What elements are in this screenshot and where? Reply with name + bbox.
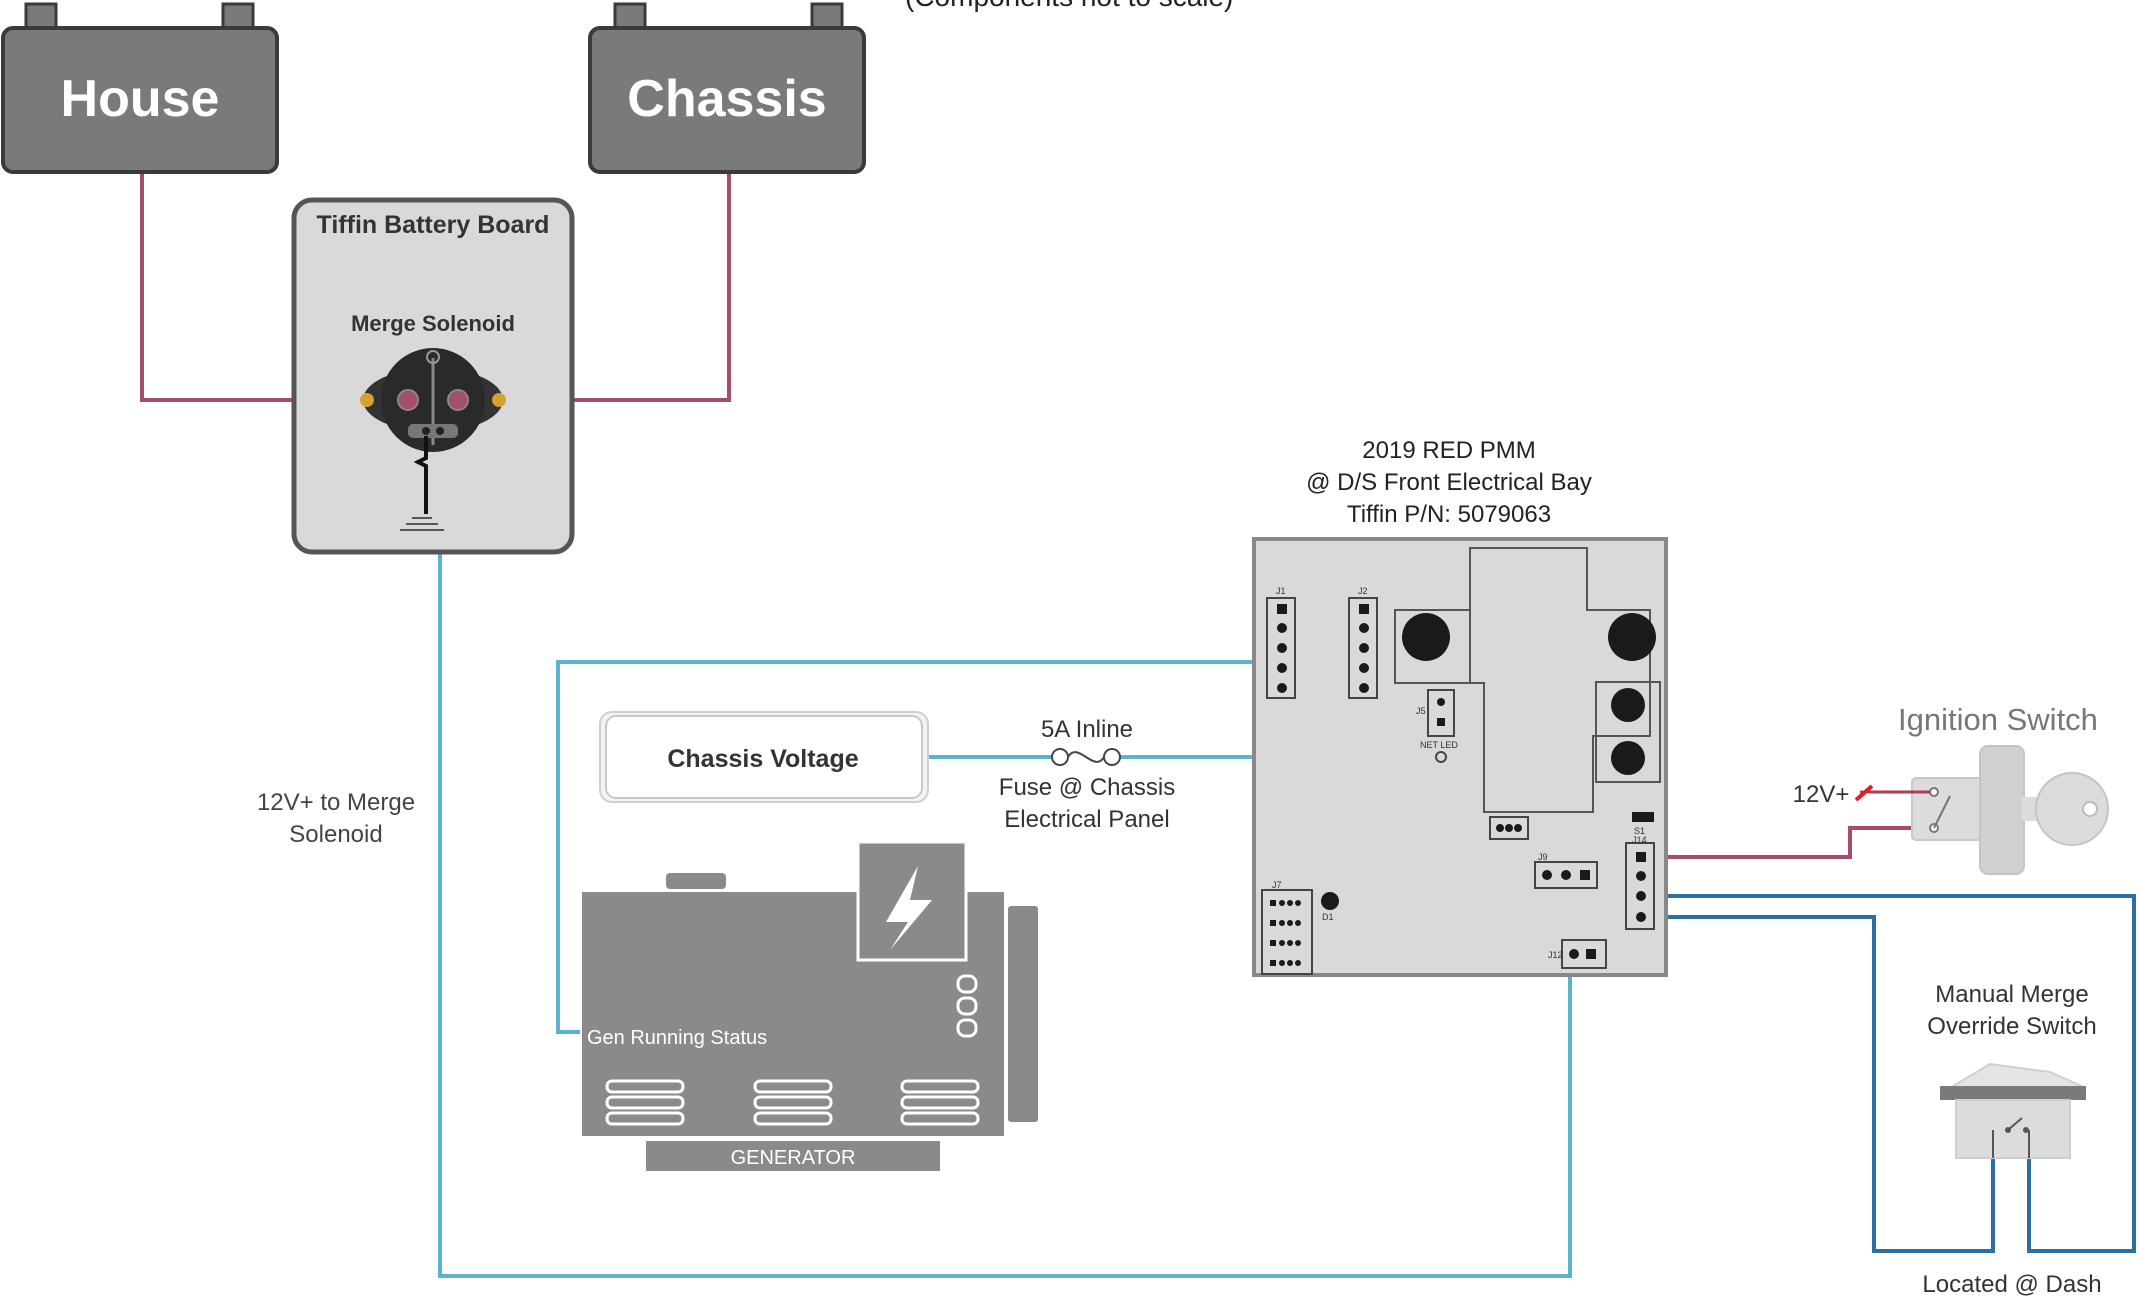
merge-wire-label-2: Solenoid xyxy=(289,821,382,848)
ignition-switch-title: Ignition Switch xyxy=(1898,702,2098,737)
net-led-label: NET LED xyxy=(1420,740,1458,750)
ignition-wire xyxy=(1643,826,1922,859)
generator: GENERATOR Gen Running Status xyxy=(582,840,1038,1171)
j14-label: J14 xyxy=(1632,835,1647,845)
house-battery-label: House xyxy=(61,70,220,128)
merge-solenoid-wire xyxy=(438,432,1572,1278)
fuse-label-2: Fuse @ Chassis xyxy=(999,774,1175,801)
ignition-switch xyxy=(1854,745,2109,875)
chassis-battery: Chassis xyxy=(588,2,866,174)
override-switch-location: Located @ Dash xyxy=(1922,1271,2101,1298)
battery-board-title: Tiffin Battery Board xyxy=(317,211,550,239)
pmm-title-3: Tiffin P/N: 5079063 xyxy=(1347,501,1551,528)
j12-label: J12 xyxy=(1548,950,1563,960)
pmm-board: J1 J2 J5 NET LED J9 S1 xyxy=(1252,537,1668,977)
chassis-battery-label: Chassis xyxy=(627,70,826,128)
s1-label: S1 xyxy=(1634,826,1645,836)
merge-solenoid-label: Merge Solenoid xyxy=(351,311,515,336)
house-battery: House xyxy=(1,2,279,174)
merge-wire-label-1: 12V+ to Merge xyxy=(257,789,415,816)
override-switch-title-1: Manual Merge xyxy=(1935,981,2088,1008)
scale-note: (Components not to scale) xyxy=(905,0,1233,12)
generator-label: GENERATOR xyxy=(731,1147,856,1169)
pmm-title-1: 2019 RED PMM xyxy=(1362,437,1535,464)
fuse-label-3: Electrical Panel xyxy=(1004,806,1169,833)
tiffin-battery-board: Tiffin Battery Board Merge Solenoid xyxy=(291,197,575,555)
j5-label: J5 xyxy=(1416,706,1426,716)
inline-fuse xyxy=(1051,748,1121,766)
override-wire-a xyxy=(1643,894,2136,1253)
key-icon xyxy=(2082,801,2098,817)
override-rocker-switch xyxy=(1940,1062,2087,1159)
ground-symbol xyxy=(400,436,444,531)
override-switch-title-2: Override Switch xyxy=(1927,1013,2096,1040)
j7-label: J7 xyxy=(1272,880,1282,890)
j1-label: J1 xyxy=(1276,586,1286,596)
override-wire-b xyxy=(1643,915,1995,1253)
j9-label: J9 xyxy=(1538,852,1548,862)
d1-label: D1 xyxy=(1322,912,1334,922)
fuse-label-1: 5A Inline xyxy=(1041,716,1133,743)
lightning-icon xyxy=(886,866,932,950)
chassis-voltage-label: Chassis Voltage xyxy=(667,745,858,773)
ignition-12v-label: 12V+ xyxy=(1793,781,1850,808)
gen-running-status-label: Gen Running Status xyxy=(587,1027,767,1049)
merge-solenoid xyxy=(360,348,506,452)
j2-label: J2 xyxy=(1358,586,1368,596)
pmm-title-2: @ D/S Front Electrical Bay xyxy=(1306,469,1592,496)
chassis-voltage-box: Chassis Voltage xyxy=(599,711,929,803)
